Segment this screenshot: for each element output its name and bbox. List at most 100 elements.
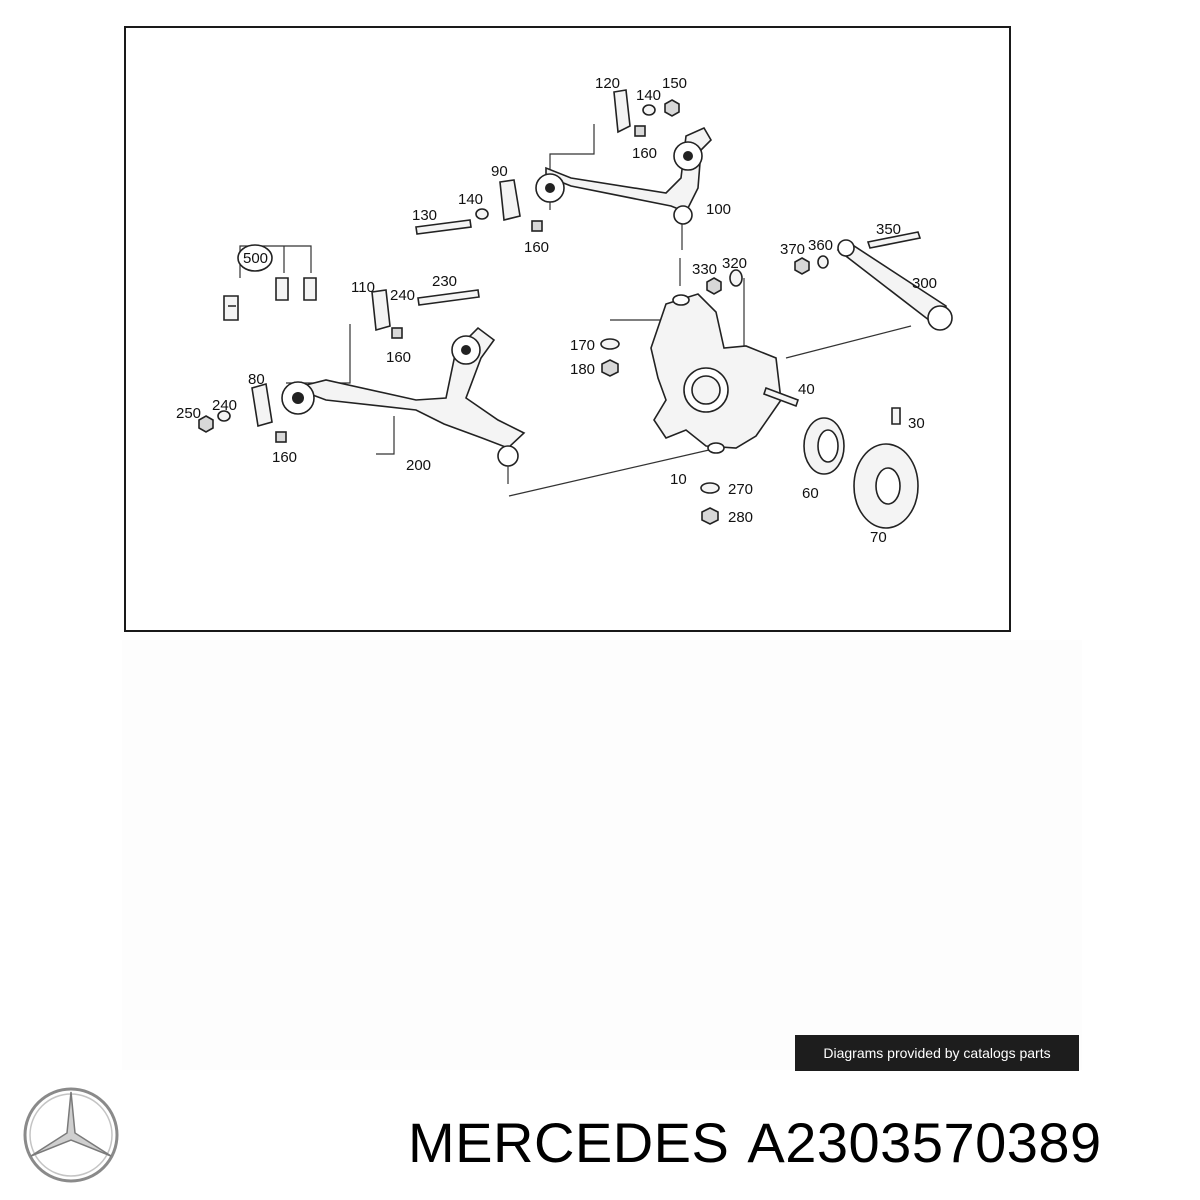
kit-circle xyxy=(237,244,273,272)
washer-360 xyxy=(817,255,829,269)
callout-label: 180 xyxy=(570,361,595,378)
credit-text: Diagrams provided by catalogs parts xyxy=(823,1045,1051,1061)
callout-label: 160 xyxy=(524,239,549,256)
callout-label: 200 xyxy=(406,457,431,474)
washer-270 xyxy=(700,482,720,494)
bushing-core xyxy=(461,345,471,355)
diagram-credit-badge: Diagrams provided by catalogs parts xyxy=(795,1035,1079,1071)
leader-line xyxy=(286,324,351,384)
nut-150 xyxy=(664,99,680,117)
shim-kit-500 xyxy=(223,244,317,321)
part-number: A2303570389 xyxy=(747,1111,1102,1174)
leader-line xyxy=(785,325,912,359)
bolt-130 xyxy=(415,219,472,235)
callout-label: 100 xyxy=(706,201,731,218)
bolt-40 xyxy=(762,386,800,408)
callout-label: 70 xyxy=(870,529,887,546)
nut-250 xyxy=(198,415,214,433)
bushing-core xyxy=(545,183,555,193)
callout-labels: 120 140 150 160 90 140 130 160 100 350 3… xyxy=(176,75,937,546)
callout-label: 320 xyxy=(722,255,747,272)
callout-label: 370 xyxy=(780,241,805,258)
nut-370 xyxy=(794,257,810,275)
nut-330 xyxy=(706,277,722,295)
callout-label: 170 xyxy=(570,337,595,354)
callout-label: 90 xyxy=(491,163,508,180)
callout-label: 110 xyxy=(351,279,375,296)
callout-label: 240 xyxy=(390,287,415,304)
callout-label: 150 xyxy=(662,75,687,92)
bolt-230 xyxy=(417,289,480,306)
steering-knuckle xyxy=(600,269,800,525)
bolt-160 xyxy=(391,327,403,339)
callout-label: 120 xyxy=(595,75,620,92)
leader-line xyxy=(508,449,710,497)
callout-label: 230 xyxy=(432,273,457,290)
bracket-80 xyxy=(251,382,273,428)
callout-label: 160 xyxy=(632,145,657,162)
callout-label: 330 xyxy=(692,261,717,278)
bolt-160 xyxy=(531,220,543,232)
lower-ball-joint xyxy=(497,445,519,467)
nut-180 xyxy=(601,359,619,377)
bracket-90 xyxy=(499,179,521,221)
callout-label: 300 xyxy=(912,275,937,292)
callout-label: 80 xyxy=(248,371,265,388)
washer-170 xyxy=(600,338,620,350)
callout-label: 270 xyxy=(728,481,753,498)
callout-label: 280 xyxy=(728,509,753,526)
link-bushing xyxy=(837,239,855,257)
callout-label: 160 xyxy=(272,449,297,466)
shim xyxy=(303,277,317,301)
knuckle-top-bore xyxy=(672,294,690,306)
callout-label: 250 xyxy=(176,405,201,422)
washer-320 xyxy=(729,269,743,287)
shim xyxy=(223,295,239,321)
bushing-core xyxy=(683,151,693,161)
bushing-core xyxy=(292,392,304,404)
callout-label: 40 xyxy=(798,381,815,398)
callout-label: 360 xyxy=(808,237,833,254)
washer-140 xyxy=(642,104,656,116)
link-bushing xyxy=(927,305,953,331)
callout-label: 140 xyxy=(636,87,661,104)
brackets-fasteners xyxy=(415,89,680,235)
callout-label: 140 xyxy=(458,191,483,208)
callout-label: 30 xyxy=(908,415,925,432)
clip-30 xyxy=(891,407,901,425)
brand-name: MERCEDES xyxy=(408,1111,730,1174)
callout-label: 10 xyxy=(670,471,687,488)
upper-ball-joint xyxy=(673,205,693,225)
bearing-bore xyxy=(817,429,839,463)
bolt-350 xyxy=(866,231,922,249)
callout-label: 160 xyxy=(386,349,411,366)
lower-control-arm xyxy=(198,289,526,484)
callout-label: 130 xyxy=(412,207,437,224)
upper-control-arm xyxy=(535,126,713,250)
hub-center xyxy=(875,467,901,505)
leader-line xyxy=(376,416,395,455)
upper-arm-body xyxy=(545,126,713,214)
shim xyxy=(275,277,289,301)
bolt-160 xyxy=(275,431,287,443)
diagram-drawing: 120 140 150 160 90 140 130 160 100 350 3… xyxy=(176,75,953,546)
rear-link-arm xyxy=(794,231,953,331)
callout-label: 60 xyxy=(802,485,819,502)
wheel-hub-assembly xyxy=(803,407,919,529)
callout-label: 500 xyxy=(243,250,268,267)
knuckle-bottom-bore xyxy=(707,442,725,454)
washer-240 xyxy=(217,410,231,422)
suspension-parts-diagram: 120 140 150 160 90 140 130 160 100 350 3… xyxy=(124,26,1011,632)
lower-arm-body xyxy=(291,326,526,449)
nut-280 xyxy=(701,507,719,525)
empty-diagram-backdrop xyxy=(122,640,1082,1070)
callout-label: 350 xyxy=(876,221,901,238)
callout-label: 240 xyxy=(212,397,237,414)
bolt-160 xyxy=(634,125,646,137)
hub-bore-inner xyxy=(691,375,721,405)
bracket-110 xyxy=(371,289,391,332)
washer-140 xyxy=(475,208,489,220)
mercedes-star-icon xyxy=(22,1086,120,1184)
bracket-120 xyxy=(613,89,631,134)
product-title: MERCEDES A2303570389 xyxy=(408,1110,1198,1176)
